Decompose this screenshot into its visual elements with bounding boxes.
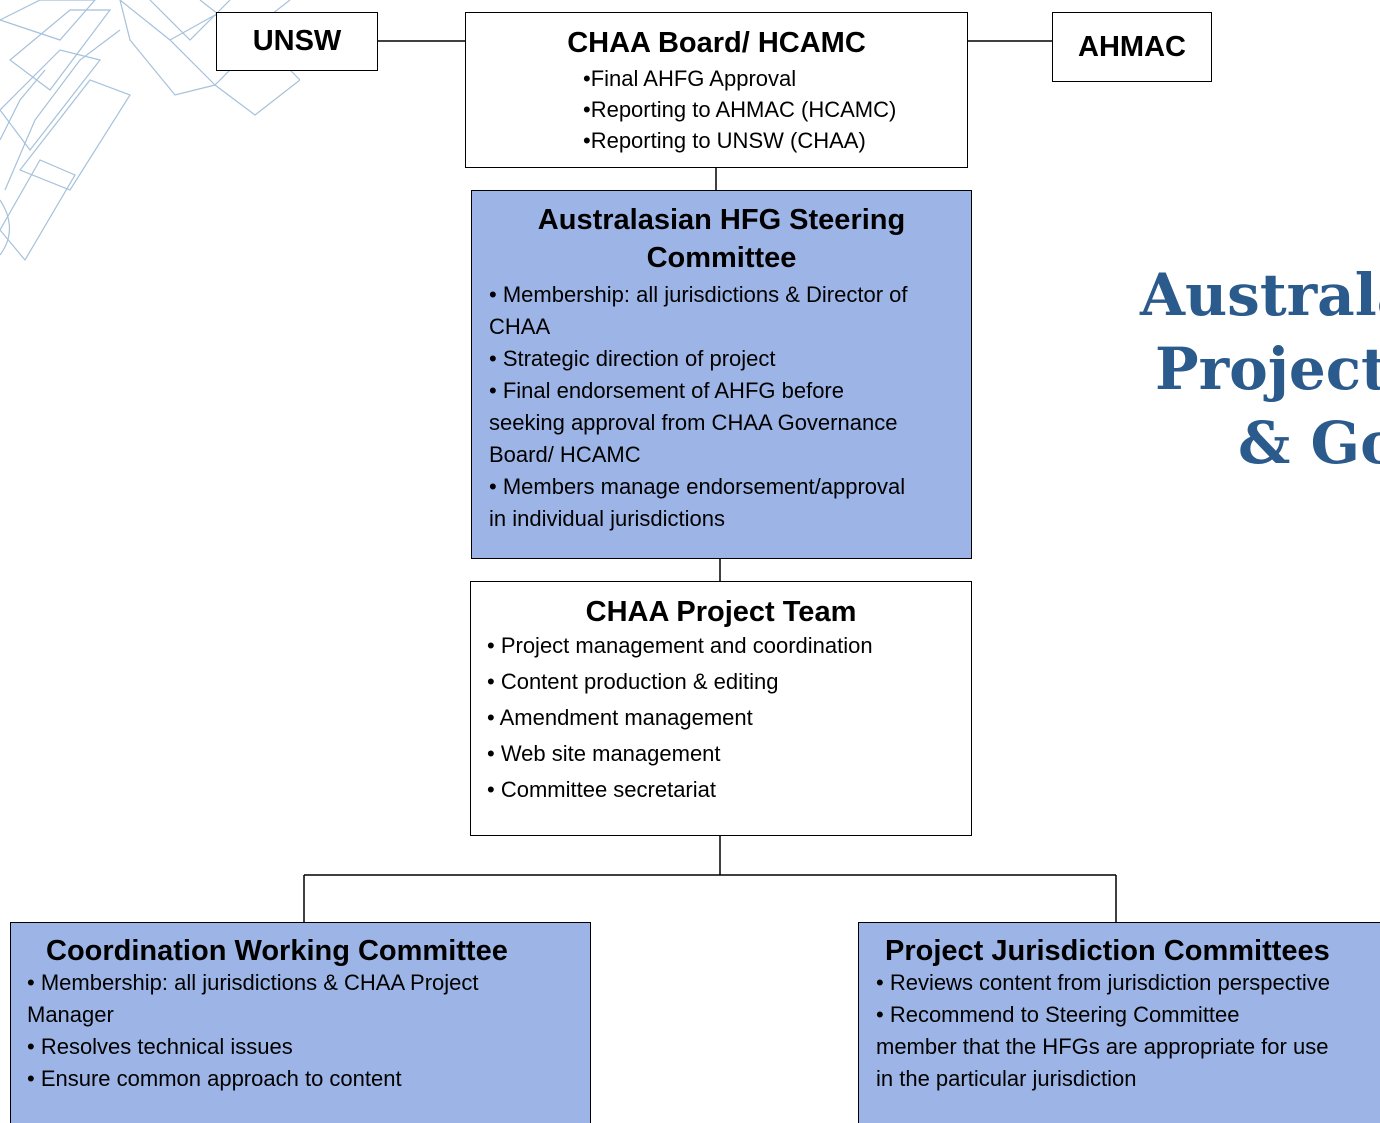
jurisdiction-line: in the particular jurisdiction (876, 1066, 1137, 1091)
ahmac-label: AHMAC (1078, 30, 1186, 63)
project-team-box: CHAA Project Team • Project management a… (470, 581, 972, 836)
slide-title: Australa Project & Go (1040, 248, 1380, 508)
steering-committee-box: Australasian HFG Steering Committee • Me… (471, 190, 972, 559)
project-team-title: CHAA Project Team (585, 596, 857, 628)
slide-title-line: Australa (1140, 261, 1380, 329)
chaa-board-items: •Final AHFG Approval •Reporting to AHMAC… (583, 63, 896, 156)
coordination-line: • Membership: all jurisdictions & CHAA P… (27, 970, 479, 995)
steering-title-line: Committee (646, 242, 797, 274)
coordination-committee-title: Coordination Working Committee (46, 935, 508, 967)
coordination-line: • Ensure common approach to content (27, 1066, 402, 1091)
jurisdiction-line: • Recommend to Steering Committee (876, 1002, 1240, 1027)
steering-committee-title: Australasian HFG Steering Committee (472, 201, 971, 277)
steering-line: • Membership: all jurisdictions & Direct… (489, 282, 908, 307)
jurisdiction-committees-text: • Reviews content from jurisdiction pers… (859, 967, 1380, 1095)
unsw-box: UNSW (216, 12, 378, 71)
chaa-board-item: •Reporting to UNSW (CHAA) (583, 128, 866, 153)
chaa-board-title: CHAA Board/ HCAMC (567, 27, 866, 59)
jurisdiction-committees-box: Project Jurisdiction Committees • Review… (858, 922, 1380, 1123)
project-team-item: • Content production & editing (487, 669, 779, 694)
jurisdiction-line: member that the HFGs are appropriate for… (876, 1034, 1329, 1059)
steering-line: CHAA (489, 314, 551, 339)
chaa-board-box: CHAA Board/ HCAMC •Final AHFG Approval •… (465, 12, 968, 168)
jurisdiction-committees-title: Project Jurisdiction Committees (885, 935, 1330, 967)
project-team-items: • Project management and coordination • … (471, 628, 971, 808)
unsw-label: UNSW (252, 25, 342, 57)
steering-line: in individual jurisdictions (489, 506, 726, 531)
ahmac-box: AHMAC (1052, 12, 1212, 82)
project-team-item: • Committee secretariat (487, 777, 716, 802)
slide-title-line: Project (1155, 335, 1380, 403)
slide-title-line: & Go (1238, 409, 1380, 477)
decorative-line-pattern (0, 0, 300, 262)
project-team-item: • Project management and coordination (487, 633, 873, 658)
chaa-board-item: •Final AHFG Approval (583, 66, 797, 91)
steering-committee-text: • Membership: all jurisdictions & Direct… (472, 279, 971, 535)
coordination-line: Manager (27, 1002, 114, 1027)
steering-line: • Members manage endorsement/approval (489, 474, 906, 499)
coordination-committee-box: Coordination Working Committee • Members… (10, 922, 591, 1123)
chaa-board-item: •Reporting to AHMAC (HCAMC) (583, 97, 897, 122)
coordination-line: • Resolves technical issues (27, 1034, 293, 1059)
steering-line: • Final endorsement of AHFG before (489, 378, 844, 403)
coordination-committee-text: • Membership: all jurisdictions & CHAA P… (11, 967, 590, 1095)
project-team-item: • Amendment management (487, 705, 753, 730)
project-team-item: • Web site management (487, 741, 721, 766)
jurisdiction-line: • Reviews content from jurisdiction pers… (876, 970, 1330, 995)
steering-line: Board/ HCAMC (489, 442, 641, 467)
steering-line: seeking approval from CHAA Governance (489, 410, 898, 435)
steering-line: • Strategic direction of project (489, 346, 776, 371)
steering-title-line: Australasian HFG Steering (537, 204, 906, 236)
